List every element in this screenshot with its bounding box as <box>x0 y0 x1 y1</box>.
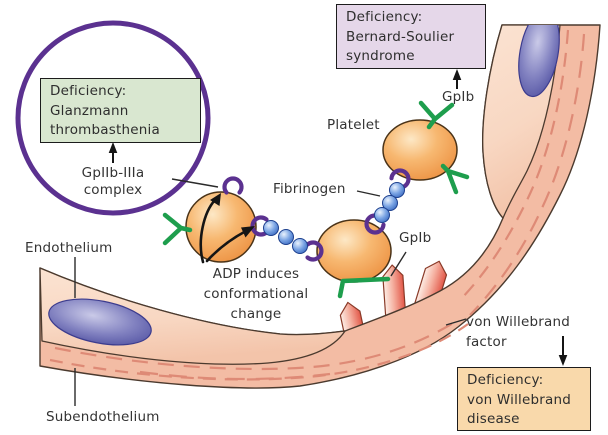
gpib-receptor <box>418 100 455 130</box>
fibrinogen-bead <box>278 229 294 245</box>
gpib-receptor <box>162 212 193 246</box>
gpiib-iiia-receptors <box>222 168 411 262</box>
fibrinogen-beads <box>263 182 405 254</box>
fibrinogen-bead <box>389 182 405 198</box>
label-adp: ADP induces conformational change <box>204 264 309 324</box>
deficiency-box-line: Deficiency: <box>467 372 544 388</box>
label-arrows <box>108 69 568 366</box>
deficiency-box-glanzmann: Deficiency: Glanzmann thrombasthenia <box>40 78 201 143</box>
label-gpib-top: GpIb <box>442 89 475 105</box>
deficiency-box-line: syndrome <box>346 48 415 64</box>
fibrinogen-bead <box>263 220 279 236</box>
platelet-activated <box>185 191 257 263</box>
label-complex-line2: complex <box>83 182 143 198</box>
label-fibrinogen: Fibrinogen <box>273 181 346 197</box>
label-gpib-lower: GpIb <box>399 230 432 246</box>
platelet-free <box>382 119 458 181</box>
receptor-cup <box>389 168 411 190</box>
pointer-gpiib-complex <box>171 178 219 188</box>
label-subendothelium: Subendothelium <box>46 409 160 425</box>
label-platelet: Platelet <box>327 117 380 133</box>
fibrinogen-bead <box>374 207 390 223</box>
label-vwf: von Willebrand factor <box>466 312 570 352</box>
endothelial-nucleus-left <box>48 298 152 346</box>
label-endothelium: Endothelium <box>25 240 113 256</box>
fibrinogen-bead <box>292 238 308 254</box>
gpib-receptor <box>337 276 391 299</box>
pointer-fibrinogen <box>356 190 381 197</box>
deficiency-box-line: Bernard-Soulier <box>346 28 455 45</box>
label-gpiib-iiia-complex: GpIIb-IIIa complex <box>82 165 145 199</box>
label-vwf-line1: von Willebrand <box>466 314 571 330</box>
receptor-cup <box>222 176 244 195</box>
endothelial-nucleus-top <box>518 25 560 98</box>
receptor-cup <box>250 215 269 237</box>
label-complex-line1: GpIIb-IIIa <box>81 165 145 181</box>
deficiency-box-von-willebrand: Deficiency: von Willebrand disease <box>457 367 591 431</box>
deficiency-box-line: disease <box>467 411 520 427</box>
gpib-receptors <box>162 100 470 299</box>
deficiency-box-line: Glanzmann <box>50 102 129 119</box>
gpib-receptor <box>440 163 470 195</box>
label-adp-line1: ADP induces <box>212 266 300 282</box>
deficiency-box-bernard-soulier: Deficiency: Bernard-Soulier syndrome <box>336 4 486 69</box>
receptor-cup <box>364 213 386 235</box>
fibrinogen-bead <box>382 195 398 211</box>
pointer-gpib-lower <box>390 251 407 277</box>
pointer-vwf <box>445 318 467 326</box>
label-adp-line2: conformational <box>203 286 309 302</box>
label-vwf-line2: factor <box>466 334 507 350</box>
deficiency-box-line: Deficiency: <box>346 9 423 25</box>
pointer-lines <box>74 178 467 406</box>
deficiency-box-line: Deficiency: <box>50 83 127 99</box>
adp-arrows <box>199 193 255 264</box>
deficiency-box-line: thrombasthenia <box>50 122 160 138</box>
receptor-cup <box>305 240 324 262</box>
deficiency-box-line: von Willebrand <box>467 391 572 408</box>
label-adp-line3: change <box>230 306 282 322</box>
